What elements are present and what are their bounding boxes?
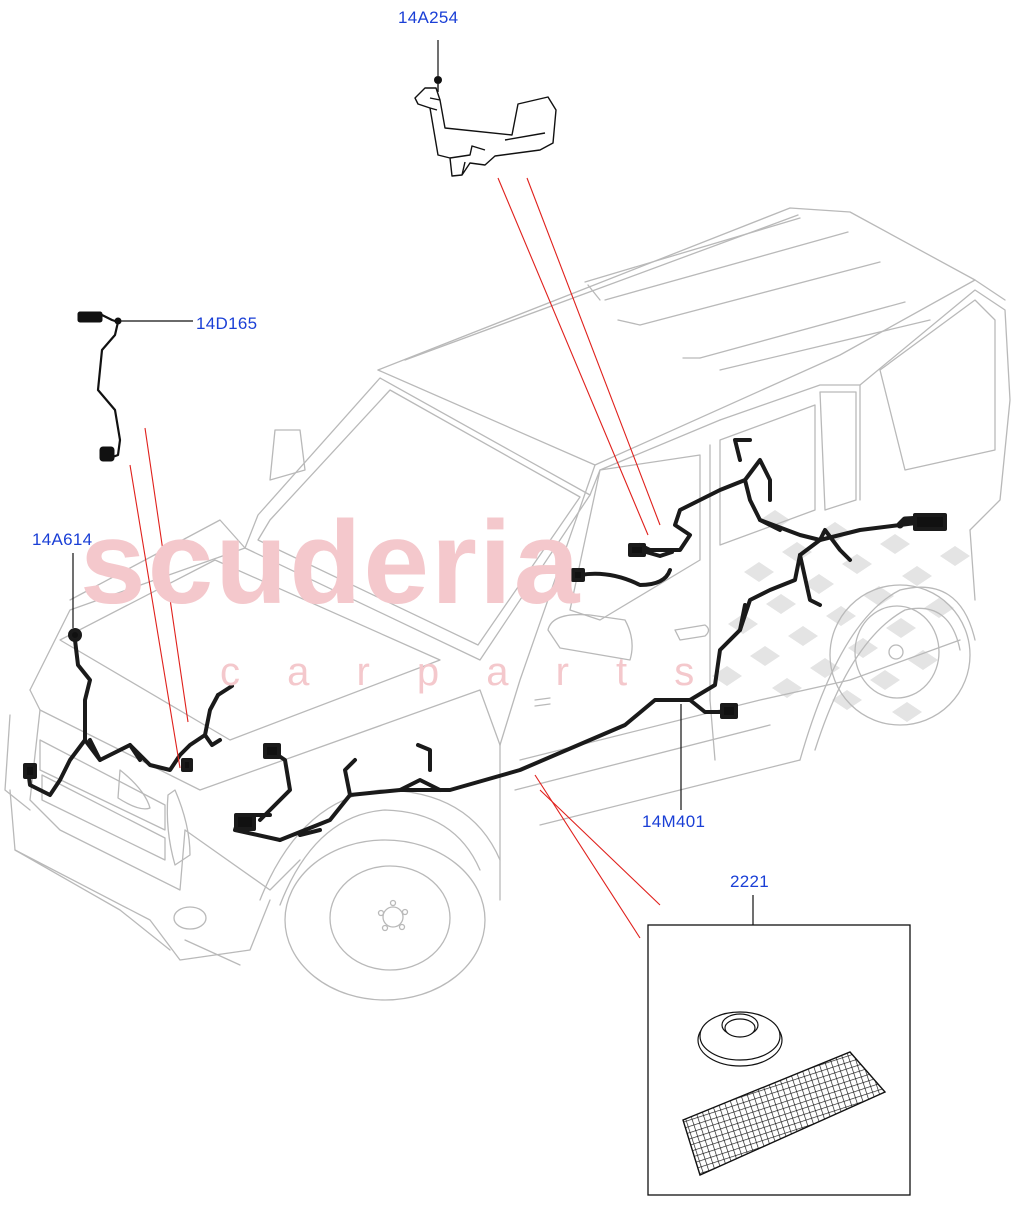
watermark-checker-cell [870, 670, 900, 690]
callout-14A614[interactable]: 14A614 [32, 530, 93, 549]
wiring-harness-icon [23, 438, 947, 842]
car-outline-icon [4, 207, 1011, 1001]
watermark-checker-cell [826, 606, 856, 626]
callout-14M401[interactable]: 14M401 [642, 812, 706, 831]
watermark-checker-cell [744, 562, 774, 582]
watermark-checker-cell [750, 646, 780, 666]
kit-box [647, 924, 911, 1196]
watermark-checker-cell [940, 546, 970, 566]
grommet-icon [697, 1011, 783, 1067]
mesh-tape-icon [682, 1051, 887, 1176]
sensor-lead-icon [77, 311, 122, 462]
callout-14D165[interactable]: 14D165 [196, 314, 258, 333]
watermark-checker-cell [712, 666, 742, 686]
watermark-checker-cell [924, 598, 954, 618]
leader-lines [129, 177, 661, 939]
callout-leaders [72, 40, 754, 925]
watermark-checker-cell [892, 702, 922, 722]
watermark-checker-cell [772, 678, 802, 698]
watermark-checker-cell [902, 566, 932, 586]
watermark [712, 510, 970, 722]
watermark-checker-cell [788, 626, 818, 646]
watermark-checker-cell [782, 542, 812, 562]
watermark-checker-icon [712, 510, 970, 722]
callout-14A254[interactable]: 14A254 [398, 8, 459, 27]
watermark-checker-cell [908, 650, 938, 670]
watermark-checker-cell [810, 658, 840, 678]
bracket-icon [414, 76, 557, 177]
watermark-checker-cell [766, 594, 796, 614]
callout-2221[interactable]: 2221 [730, 872, 770, 891]
watermark-checker-cell [804, 574, 834, 594]
watermark-checker-cell [880, 534, 910, 554]
watermark-checker-cell [886, 618, 916, 638]
